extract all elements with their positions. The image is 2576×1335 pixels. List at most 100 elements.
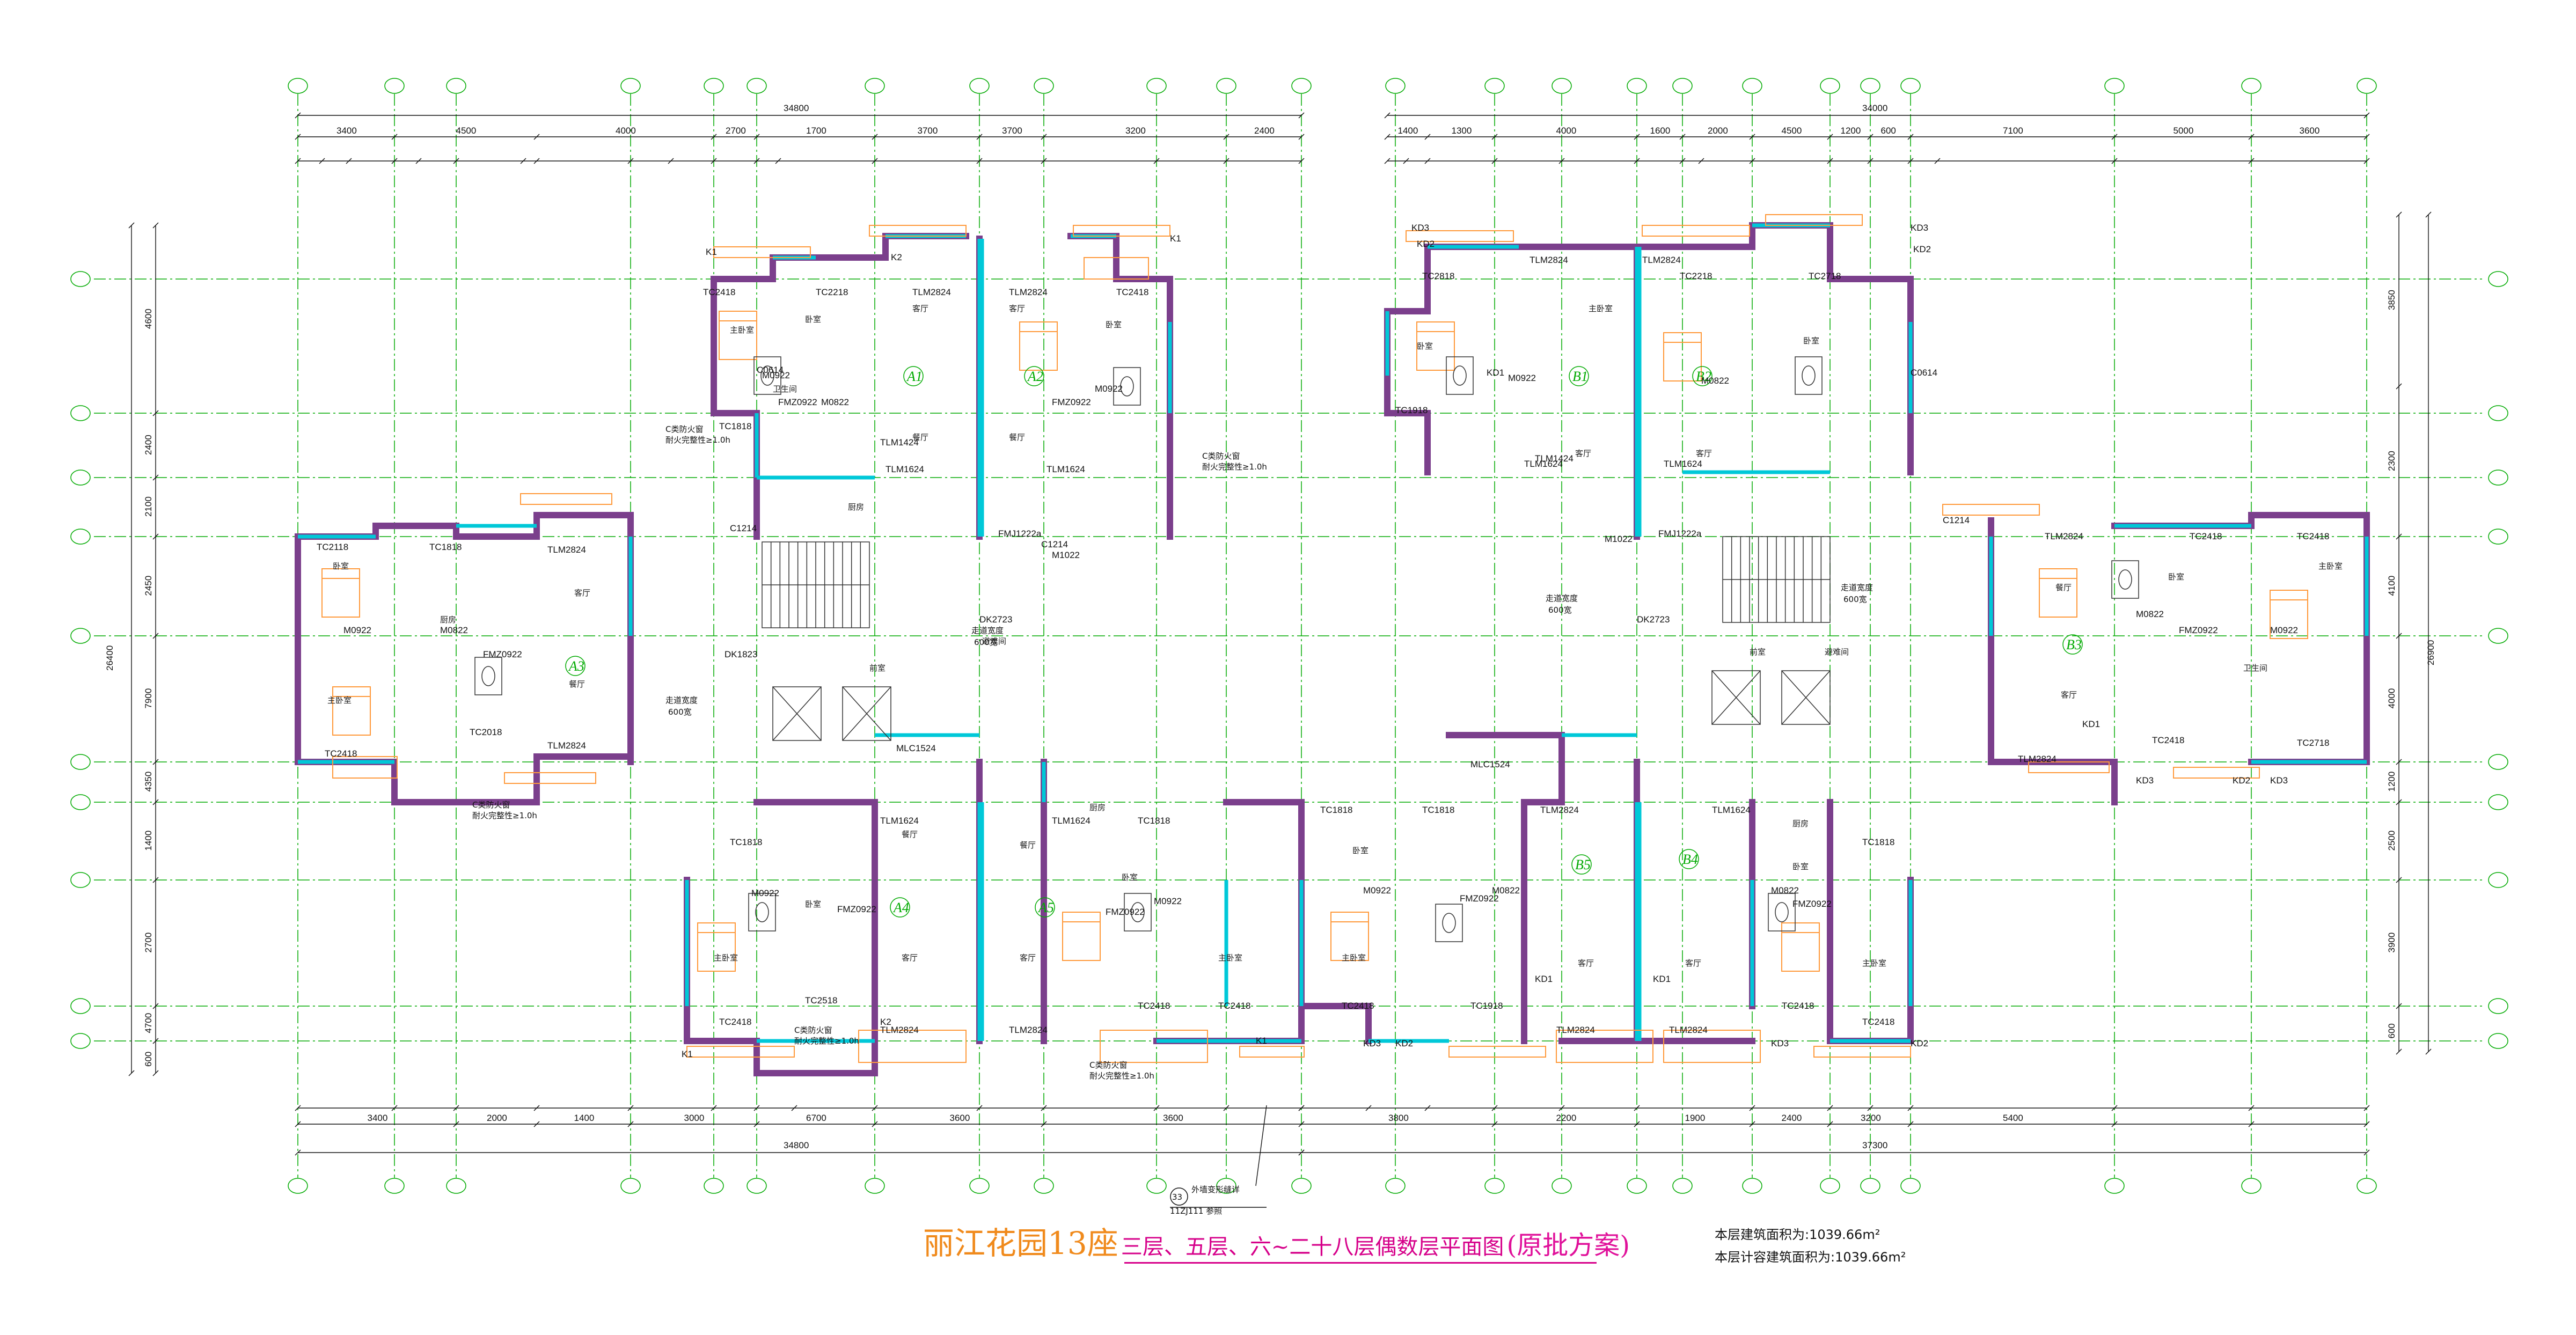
balcony-rail	[1556, 1030, 1653, 1063]
room-label-living: 客厅	[912, 304, 928, 313]
bottom-row1-left-tick	[711, 1105, 717, 1111]
top-row2-left-tick	[668, 158, 674, 164]
element-code: TC2418	[1138, 1001, 1170, 1011]
element-code: KD2	[2233, 775, 2250, 786]
element-code: TC1818	[719, 421, 751, 431]
top-row1-left-label: 3700	[918, 126, 938, 136]
element-code: KD3	[1363, 1038, 1381, 1048]
bed-pillow	[1062, 912, 1101, 922]
axis-bubble	[1034, 1178, 1054, 1194]
total-right-vertical: 26900	[2426, 640, 2436, 665]
axis-bubble	[70, 628, 91, 644]
top-row2-left-tick	[391, 158, 398, 164]
room-label-bath: 卫生间	[773, 384, 797, 394]
top-row2-left-tick	[627, 158, 634, 164]
bottom-row2-label: 3400	[368, 1113, 388, 1123]
axis-bubble	[288, 1178, 308, 1194]
top-row1-right-label: 1200	[1841, 126, 1861, 136]
bed-pillow	[719, 311, 757, 321]
unit-label: A4	[892, 900, 909, 915]
bottom-row1-right-tick	[1558, 1105, 1565, 1111]
top-row1-left-label: 4000	[616, 126, 636, 136]
balcony-rail	[1073, 225, 1170, 237]
axis-bubble	[747, 1178, 767, 1194]
element-code: C1214	[1943, 515, 1970, 525]
element-code: TC2818	[1422, 271, 1454, 281]
unit-bubble	[890, 897, 910, 918]
bottom-total-right-tick	[1298, 1149, 1305, 1156]
area-summary: 本层建筑面积为:1039.66m² 本层计容建筑面积为:1039.66m²	[1715, 1223, 1906, 1268]
bottom-row2-label: 3200	[1861, 1113, 1881, 1123]
left-row-label: 2100	[143, 496, 153, 517]
unit-label: A1	[906, 369, 923, 384]
element-code: TLM2824	[547, 545, 586, 555]
top-row2-left-tick	[753, 158, 760, 164]
top-row1-left-label: 4500	[456, 126, 477, 136]
toilet	[1453, 365, 1467, 386]
bottom-row2-tick	[1827, 1121, 1833, 1127]
axis-bubble	[70, 998, 91, 1014]
top-row1-left-tick	[391, 134, 398, 140]
detail-leader	[1255, 1105, 1267, 1186]
bottom-row2-label: 2400	[1782, 1113, 1802, 1123]
bed	[1062, 912, 1101, 961]
element-code: K1	[682, 1049, 693, 1059]
top-row2-right-tick	[2248, 158, 2255, 164]
bottom-row1-left-tick	[533, 1105, 540, 1111]
room-label-living: 客厅	[1575, 449, 1591, 458]
top-row1-right-tick	[1907, 134, 1914, 140]
room-label-living: 客厅	[2061, 690, 2077, 700]
axis-bubble	[1385, 1178, 1406, 1194]
room-label-dining: 餐厅	[912, 432, 928, 442]
top-row2-right-tick	[1749, 158, 1755, 164]
balcony-rail	[504, 772, 596, 784]
total-bottom-right: 37300	[1862, 1140, 1887, 1150]
unit-label: B5	[1575, 857, 1591, 872]
top-row1-left-tick	[1298, 134, 1305, 140]
right-row-tick	[2396, 799, 2402, 805]
balcony-rail	[686, 1046, 795, 1058]
unit-label: B2	[1696, 369, 1711, 384]
top-row2-left-tick	[1041, 158, 1047, 164]
element-code: C0614	[1911, 368, 1937, 378]
bottom-row2-tick	[753, 1121, 760, 1127]
bottom-row2-label: 5400	[2003, 1113, 2023, 1123]
right-row-label: 4000	[2387, 688, 2397, 709]
bottom-row1-left-tick	[295, 1105, 301, 1111]
right-row-tick	[2396, 877, 2402, 883]
element-code: KD1	[1487, 368, 1504, 378]
bottom-total-left-tick	[295, 1149, 301, 1156]
bottom-row1-right-tick	[2248, 1105, 2255, 1111]
detail-bubble	[1170, 1187, 1188, 1206]
note-corridor: 走道宽度	[1841, 583, 1873, 592]
top-row1-right-label: 5000	[2174, 126, 2194, 136]
room-label-bed: 卧室	[1122, 872, 1138, 882]
element-code: M0922	[751, 888, 779, 898]
axis-bubble	[384, 78, 405, 94]
element-code: TLM1624	[1524, 459, 1563, 469]
axis-bubble	[1146, 78, 1167, 94]
bottom-row1-right-tick	[2363, 1105, 2370, 1111]
right-row-label: 3850	[2387, 290, 2397, 310]
unit-label: B3	[2066, 637, 2082, 652]
element-code: TC1818	[730, 837, 762, 847]
bottom-row2-tick	[1749, 1121, 1755, 1127]
bed-pillow	[332, 686, 371, 697]
top-row1-right-label: 2000	[1708, 126, 1728, 136]
element-code: FMJ1222a	[998, 529, 1042, 539]
top-row1-right-tick	[1827, 134, 1833, 140]
element-code: KD3	[2136, 775, 2154, 786]
bottom-row2-label: 3600	[1163, 1113, 1183, 1123]
top-row2-right-tick	[1698, 158, 1704, 164]
axis-bubble	[1900, 1178, 1921, 1194]
axis-bubble	[1484, 78, 1505, 94]
element-code: FMZ0922	[837, 904, 876, 914]
element-code: KD2	[1417, 239, 1435, 249]
bathroom-fixture	[2111, 560, 2139, 599]
top-row1-right-tick	[1749, 134, 1755, 140]
top-row1-right-label: 1300	[1452, 126, 1472, 136]
top-row2-right-tick	[1934, 158, 1941, 164]
balcony-rail	[2173, 767, 2260, 779]
